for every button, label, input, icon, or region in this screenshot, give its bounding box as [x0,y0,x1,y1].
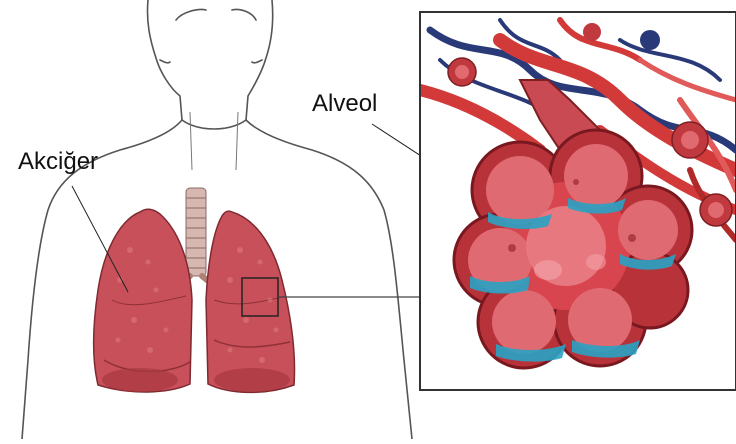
neck-lines [190,112,238,170]
lung-label: Akciğer [18,148,98,176]
lung-left [94,209,193,392]
alveolus-closeup [420,12,736,390]
alveolus-label: Alveol [312,90,377,118]
lung-right [206,211,295,392]
